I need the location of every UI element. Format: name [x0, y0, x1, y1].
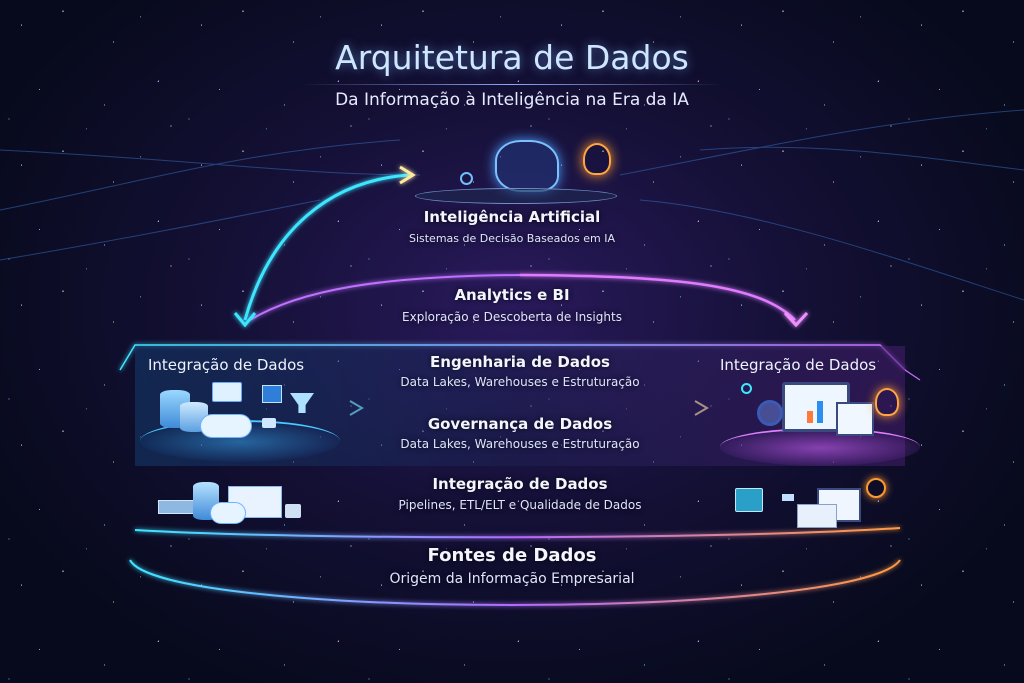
- lightbulb-icon: [583, 143, 611, 175]
- right-panel-label: Integração de Dados: [720, 356, 877, 374]
- page-title: Arquitetura de Dados: [335, 38, 689, 77]
- filter-icon: [262, 385, 282, 403]
- tier-ai-title: Inteligência Artificial: [423, 208, 601, 226]
- tier-integration: Integração de Dados Pipelines, ETL/ELT e…: [350, 475, 690, 512]
- dashboard-icon: [735, 488, 763, 512]
- chat-bubble-icon: [212, 382, 242, 402]
- node-icon: [460, 172, 473, 185]
- node-icon: [741, 383, 752, 394]
- tier-engineering-title: Engenharia de Dados: [430, 353, 610, 371]
- brain-icon: [495, 140, 559, 192]
- tier-governance-subtitle: Data Lakes, Warehouses e Estruturação: [400, 437, 640, 451]
- document-icon: [797, 504, 837, 528]
- tier-analytics-subtitle: Exploração e Descoberta de Insights: [402, 310, 622, 324]
- bar-chart-icon: [817, 401, 823, 423]
- window-icon: [782, 494, 794, 501]
- magnifier-icon: [757, 400, 783, 426]
- tier-integration-subtitle: Pipelines, ETL/ELT e Qualidade de Dados: [398, 498, 642, 512]
- right-panel-platform: [720, 428, 920, 466]
- ai-platform: [415, 188, 617, 204]
- tier-sources: Fontes de Dados Origem da Informação Emp…: [312, 545, 712, 587]
- tier-engineering: Engenharia de Dados Data Lakes, Warehous…: [350, 353, 690, 389]
- tier-integration-title: Integração de Dados: [432, 475, 608, 493]
- server-icon: [158, 500, 194, 514]
- cloud-icon: [200, 414, 252, 438]
- tier-engineering-subtitle: Data Lakes, Warehouses e Estruturação: [400, 375, 640, 389]
- left-panel-label: Integração de Dados: [148, 356, 305, 374]
- tier-ai: Inteligência Artificial Sistemas de Deci…: [362, 208, 662, 245]
- cloud-icon: [210, 502, 246, 524]
- lightbulb-icon: [875, 388, 899, 416]
- tier-analytics: Analytics e BI Exploração e Descoberta d…: [362, 286, 662, 324]
- document-icon: [836, 402, 874, 436]
- connector-icon: [262, 418, 276, 428]
- title-divider: [300, 84, 724, 85]
- page-subtitle: Da Informação à Inteligência na Era da I…: [335, 90, 689, 110]
- connector-icon: [285, 504, 301, 518]
- tier-governance: Governança de Dados Data Lakes, Warehous…: [350, 415, 690, 451]
- tier-ai-subtitle: Sistemas de Decisão Baseados em IA: [408, 232, 616, 245]
- tier-analytics-title: Analytics e BI: [454, 286, 570, 304]
- tier-sources-subtitle: Origem da Informação Empresarial: [389, 571, 635, 587]
- bar-chart-icon: [807, 411, 813, 423]
- tier-sources-title: Fontes de Dados: [427, 545, 597, 566]
- tier-governance-title: Governança de Dados: [427, 415, 613, 433]
- location-pin-icon: [866, 478, 886, 498]
